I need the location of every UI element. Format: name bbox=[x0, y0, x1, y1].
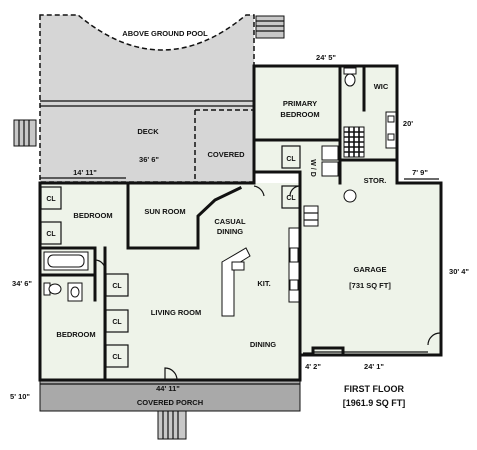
toilet bbox=[343, 67, 357, 87]
deck-label: DECK bbox=[137, 127, 159, 136]
exterior-wall bbox=[252, 64, 443, 357]
primary-bedroom-label: BEDROOM bbox=[280, 110, 319, 119]
bedroom-lower-label: BEDROOM bbox=[56, 330, 95, 339]
dimension-label: 44' 11" bbox=[156, 384, 180, 393]
dimension-lines bbox=[40, 177, 439, 385]
porch-label: COVERED PORCH bbox=[137, 398, 203, 407]
dimension-label: 34' 6" bbox=[12, 279, 32, 288]
closet-label: CL bbox=[112, 319, 122, 326]
dimension-label: 14' 11" bbox=[73, 168, 97, 177]
pool-label: ABOVE GROUND POOL bbox=[122, 29, 208, 38]
sun-room-label: SUN ROOM bbox=[144, 207, 185, 216]
bedroom-upper-label: BEDROOM bbox=[73, 211, 112, 220]
door-swing bbox=[94, 185, 441, 381]
dimension-label: 4' 2" bbox=[305, 362, 321, 371]
casual-dining-label: CASUAL bbox=[214, 217, 246, 226]
wd-label: W / D bbox=[309, 159, 316, 177]
dimension-label: 5' 10" bbox=[10, 392, 30, 401]
garage-label: GARAGE bbox=[354, 265, 387, 274]
closet-label: CL bbox=[46, 231, 56, 238]
dimension-label: 36' 6" bbox=[139, 155, 159, 164]
kitchen-label: KIT. bbox=[257, 279, 270, 288]
closet-label: CL bbox=[112, 283, 122, 290]
stor-label: STOR. bbox=[364, 176, 387, 185]
kitchen-island bbox=[221, 247, 251, 317]
garage-steps bbox=[303, 205, 319, 227]
shower bbox=[343, 126, 365, 158]
floor-title: FIRST FLOOR bbox=[344, 384, 404, 394]
garage-size-label: [731 SQ FT] bbox=[349, 281, 391, 290]
casual-dining-label: DINING bbox=[217, 227, 243, 236]
closet-label: CL bbox=[112, 354, 122, 361]
dimension-label: 24' 5" bbox=[316, 53, 336, 62]
washer-dryer bbox=[321, 145, 339, 177]
dimension-label: 24' 1" bbox=[364, 362, 384, 371]
primary-bedroom-label: PRIMARY bbox=[283, 99, 317, 108]
sink bbox=[67, 282, 83, 302]
dimension-label: 20' bbox=[403, 119, 413, 128]
floor-area: [1961.9 SQ FT] bbox=[343, 398, 406, 408]
closet-label: CL bbox=[286, 195, 296, 202]
interior-wall bbox=[196, 185, 243, 250]
toilet bbox=[43, 282, 62, 296]
water-heater-icon bbox=[343, 189, 357, 203]
closet bbox=[40, 145, 301, 368]
exterior-wall bbox=[38, 181, 302, 382]
pool-area bbox=[39, 14, 255, 183]
covered-label: COVERED bbox=[207, 150, 245, 159]
porch-stairs bbox=[157, 410, 187, 440]
living-room-label: LIVING ROOM bbox=[151, 308, 201, 317]
deck-stairs bbox=[13, 119, 37, 147]
dining-label: DINING bbox=[250, 340, 276, 349]
pool-stairs bbox=[255, 15, 285, 39]
wic-label: WIC bbox=[374, 82, 389, 91]
covered-outline bbox=[194, 109, 254, 180]
interior-floor bbox=[40, 66, 397, 380]
dimension-label: 30' 4" bbox=[449, 267, 469, 276]
closet-label: CL bbox=[46, 196, 56, 203]
garage-floor bbox=[300, 183, 441, 355]
dimension-label: 7' 9" bbox=[412, 168, 428, 177]
kitchen-counter bbox=[288, 227, 300, 303]
bath-vanity bbox=[385, 111, 397, 149]
bathtub bbox=[43, 251, 89, 271]
closet-label: CL bbox=[286, 156, 296, 163]
